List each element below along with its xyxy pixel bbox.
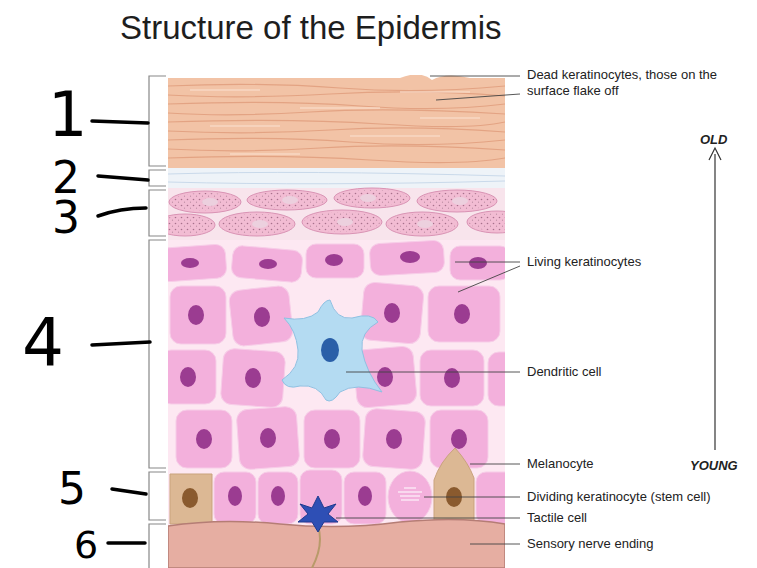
cell-label: Dendritic cell [527, 364, 601, 380]
cell-label: Dividing keratinocyte (stem cell) [527, 489, 711, 505]
age-label: YOUNG [690, 458, 738, 474]
callout-number: 5 [58, 467, 86, 511]
age-label: OLD [700, 132, 727, 148]
layer-label: Dead keratinocytes, those on the surface… [527, 67, 739, 98]
diagram-title: Structure of the Epidermis [120, 8, 502, 48]
cell-label: Sensory nerve ending [527, 536, 653, 552]
cell-label: Living keratinocytes [527, 254, 641, 270]
callout-number: 2 [52, 156, 80, 200]
cell-label: Melanocyte [527, 456, 593, 472]
callout-number: 6 [74, 526, 98, 564]
cell-label: Tactile cell [527, 510, 587, 526]
callout-number: 1 [48, 84, 87, 146]
callout-number: 3 [52, 196, 80, 240]
callout-number: 4 [22, 310, 64, 376]
